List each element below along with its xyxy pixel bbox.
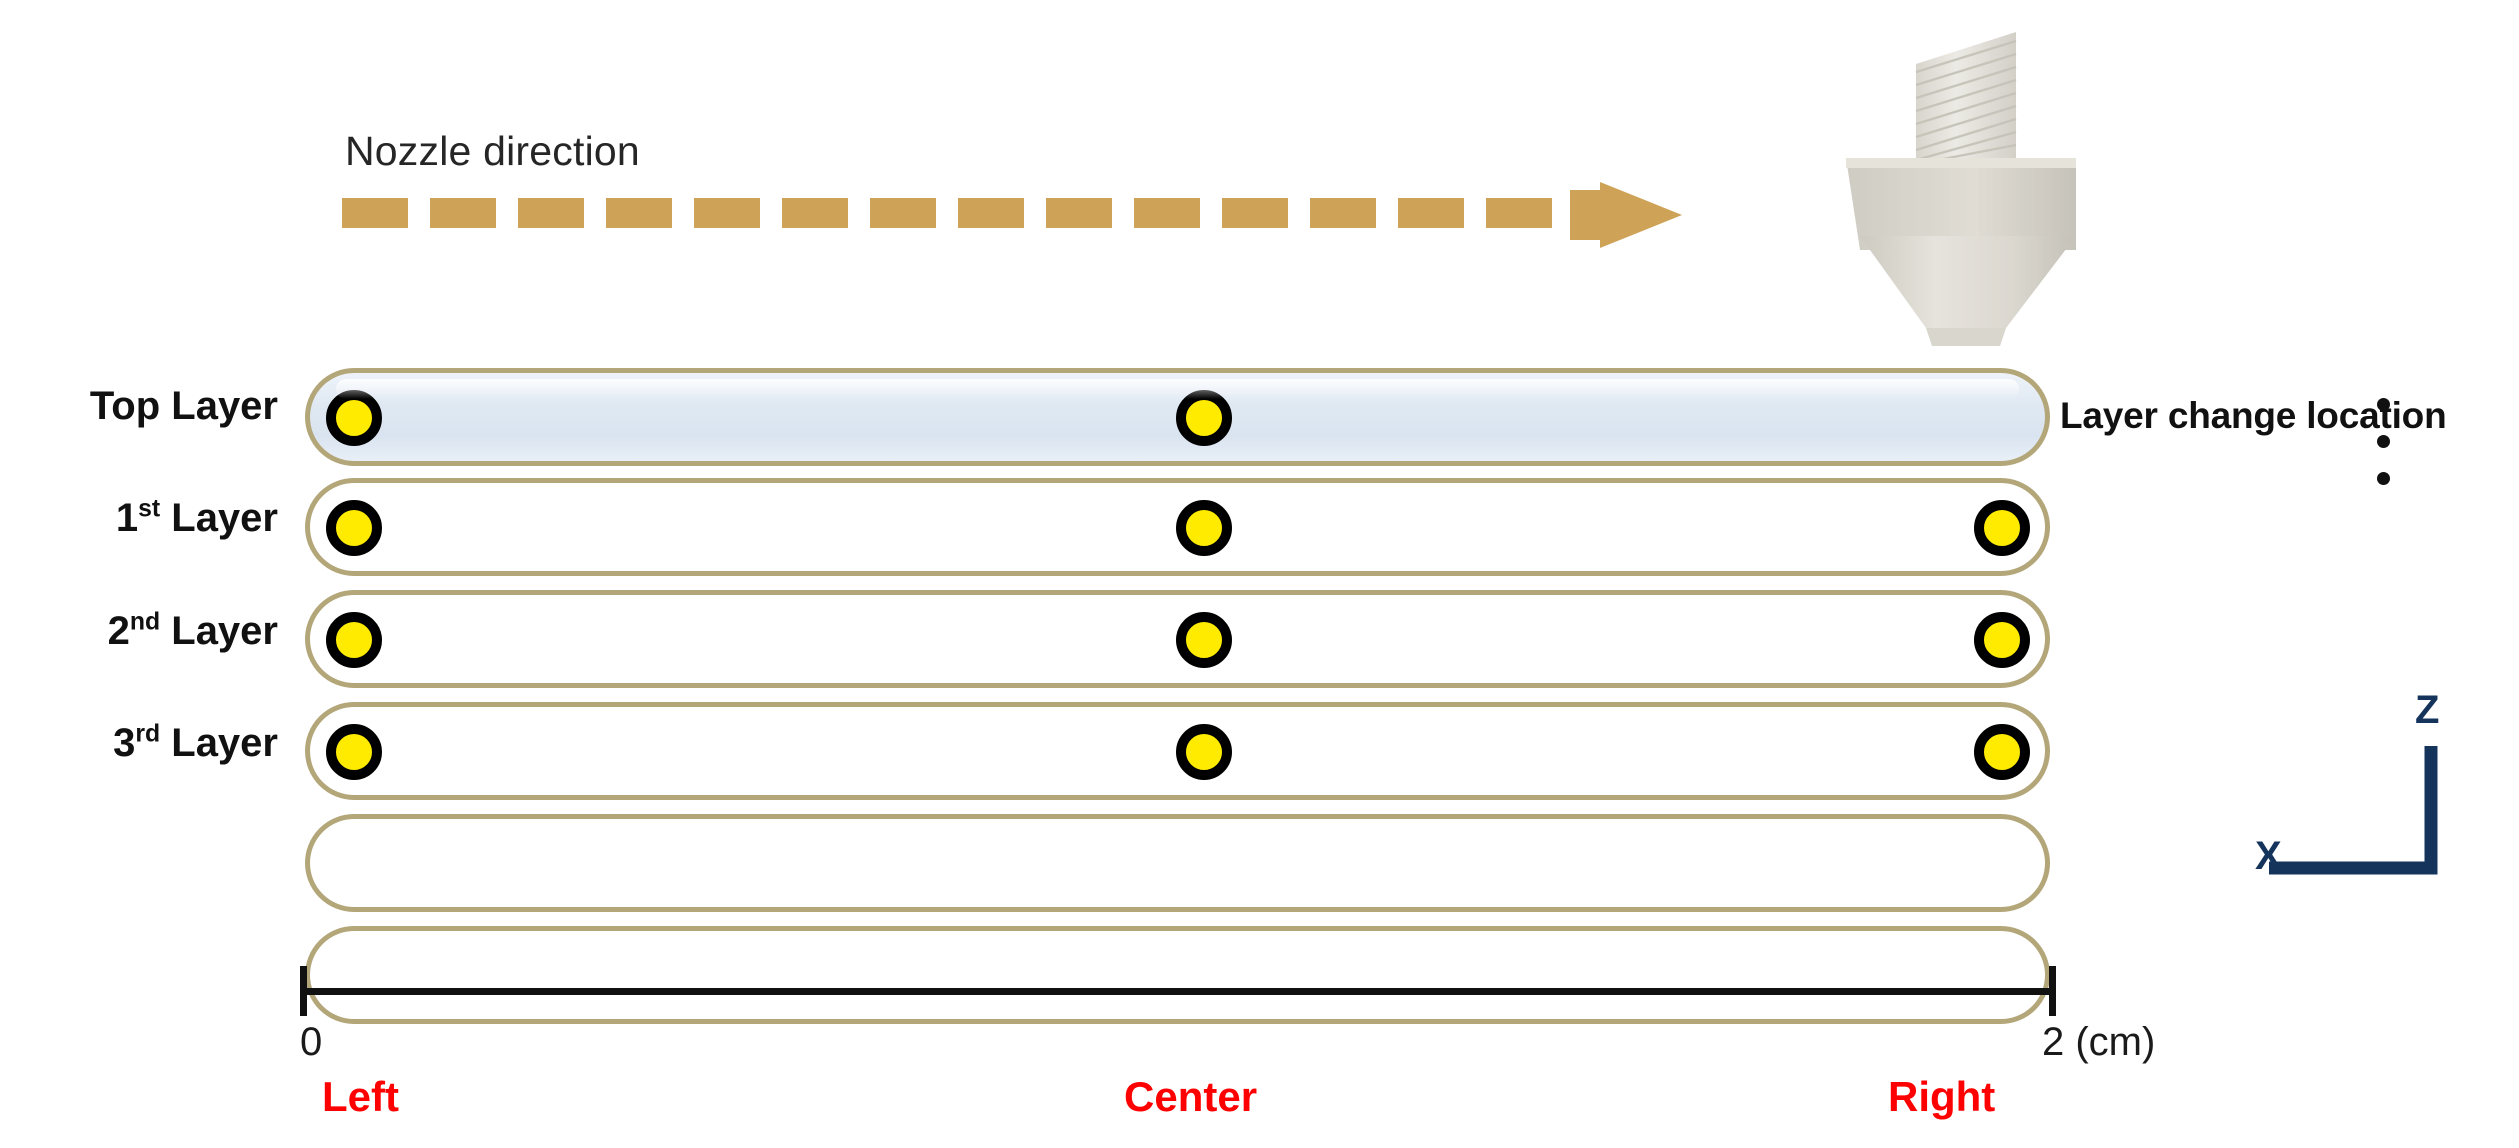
dashed-arrow-right-icon (342, 182, 1682, 248)
layer-bar-empty-2[interactable] (305, 926, 2050, 1024)
axis-value-end: 2 (cm) (2042, 1020, 2156, 1064)
layer-label-1st: 1st Layer (115, 495, 278, 540)
layer-bar-2nd[interactable] (305, 590, 2050, 688)
layer-label-column: Top Layer 1st Layer 2nd Layer 3rd Layer (0, 368, 278, 946)
position-label-left: Left (322, 1073, 399, 1120)
axis-tick-start (300, 966, 307, 1016)
layer-change-location-label: Layer change location (2060, 395, 2447, 436)
layer-label-3rd: 3rd Layer (113, 720, 278, 765)
axis-label-z: Z (2415, 688, 2440, 732)
measurement-dot-right (1974, 724, 2030, 780)
axis-value-start: 0 (300, 1020, 323, 1064)
axis-line (300, 988, 2056, 995)
measurement-dot-left (326, 390, 382, 446)
position-label-center: Center (1124, 1073, 1258, 1120)
measurement-dot-right (1974, 500, 2030, 556)
orientation-axis-indicator: Z X (2255, 690, 2455, 890)
measurement-dot-left (326, 500, 382, 556)
measurement-dot-left (326, 612, 382, 668)
measurement-dot-center (1176, 724, 1232, 780)
layer-stack (305, 368, 2050, 1024)
layer-label-top: Top Layer (89, 384, 278, 428)
measurement-axis (300, 966, 2056, 1018)
vertical-ellipsis-icon (2377, 398, 2391, 488)
measurement-dot-right (1974, 612, 2030, 668)
layer-bar-1st[interactable] (305, 478, 2050, 576)
nozzle-direction-label: Nozzle direction (345, 128, 640, 174)
measurement-dot-center (1176, 612, 1232, 668)
measurement-dot-left (326, 724, 382, 780)
layer-bar-3rd[interactable] (305, 702, 2050, 800)
position-label-right: Right (1888, 1073, 1996, 1120)
layer-label-2nd: 2nd Layer (107, 608, 278, 653)
measurement-dot-center (1176, 390, 1232, 446)
measurement-dot-center (1176, 500, 1232, 556)
axis-tick-end (2049, 966, 2056, 1016)
nozzle-icon (1828, 8, 2128, 378)
layer-bar-empty-1[interactable] (305, 814, 2050, 912)
layer-bar-top[interactable] (305, 368, 2050, 466)
axis-label-x: X (2255, 834, 2282, 878)
